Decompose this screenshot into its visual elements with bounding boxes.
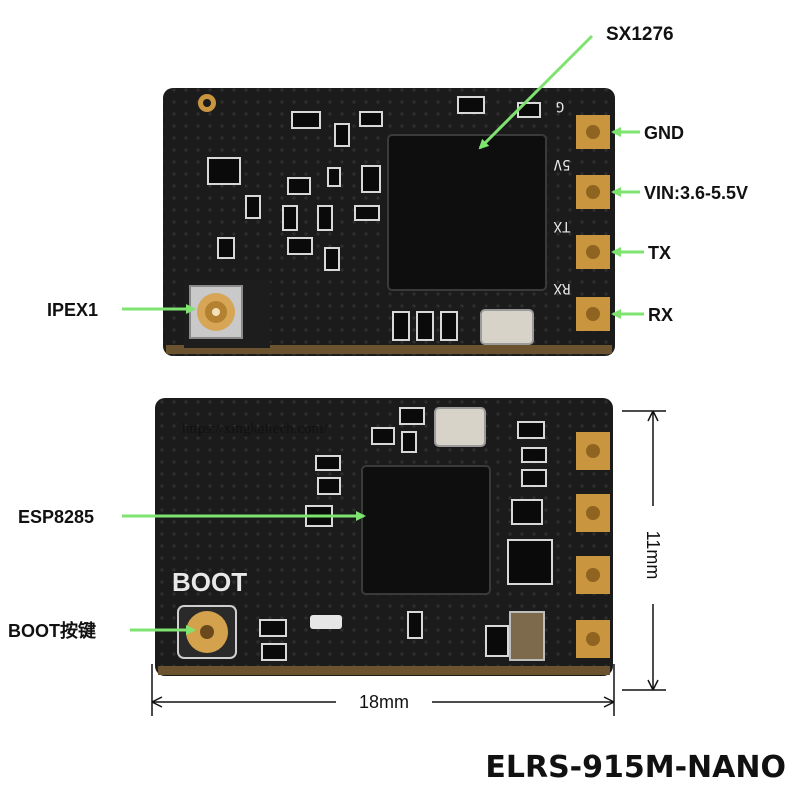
- callout-vin: VIN:3.6-5.5V: [644, 183, 748, 203]
- boot-button: [177, 605, 237, 659]
- bottom-pcb: BOOT: [155, 398, 613, 676]
- silk-boot: BOOT: [172, 567, 247, 597]
- sx1276-chip: [387, 134, 547, 291]
- watermark-url: https://xingkaitech.com/: [182, 421, 328, 437]
- arrow-sx1276: [478, 34, 594, 150]
- top-components: [207, 96, 541, 341]
- callout-sx1276: SX1276: [606, 24, 674, 45]
- dimension-width: [151, 664, 615, 716]
- dimension-height: [622, 410, 666, 691]
- product-title: ELRS-915M-NANO: [485, 750, 786, 785]
- callout-gnd: GND: [644, 123, 684, 143]
- bottom-pin-pads: [576, 432, 610, 658]
- callout-esp8285: ESP8285: [18, 507, 94, 527]
- ipex-connector: [184, 280, 270, 348]
- height-label: 11mm: [643, 531, 663, 580]
- width-label: 18mm: [359, 692, 409, 712]
- callout-tx: TX: [648, 243, 671, 263]
- bottom-crystal: [434, 407, 486, 447]
- top-pcb: G 5V TX RX: [163, 88, 615, 356]
- tantalum-cap: [509, 611, 545, 661]
- callout-rx: RX: [648, 305, 673, 325]
- silk-tx: TX: [553, 218, 570, 234]
- silk-5v: 5V: [553, 156, 570, 172]
- silk-g: G: [556, 98, 564, 114]
- silk-rx: RX: [553, 280, 570, 296]
- callout-ipex1: IPEX1: [47, 300, 98, 320]
- crystal: [480, 309, 534, 345]
- callout-boot-button: BOOT按键: [8, 620, 96, 641]
- white-part: [310, 615, 342, 629]
- top-pin-pads: [576, 115, 610, 331]
- esp8285-chip: [361, 465, 491, 595]
